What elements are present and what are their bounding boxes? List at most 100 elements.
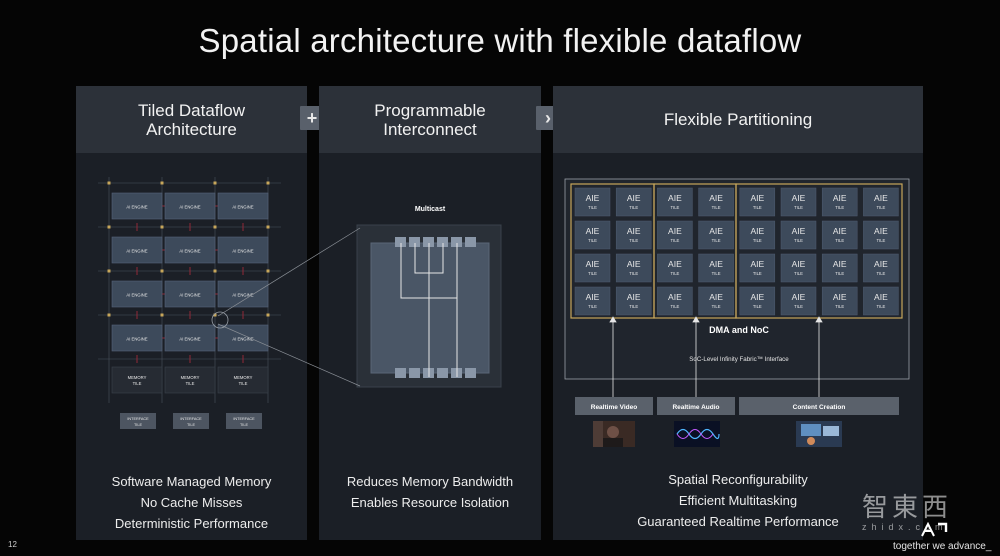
aie-tile-label: AIE (874, 259, 888, 269)
stream-port-bottom (465, 368, 476, 378)
aie-tile (698, 187, 734, 217)
ai-engine-tile (111, 236, 163, 264)
ai-engine-tile (111, 324, 163, 352)
caption-no-cache-misses: No Cache Misses (140, 495, 243, 510)
stream-port-bottom (395, 368, 406, 378)
aie-tile-sublabel: TILE (712, 238, 721, 243)
aie-tile-label: AIE (750, 226, 764, 236)
aie-tile-label: AIE (709, 193, 723, 203)
ai-engine-label: AI ENGINE (232, 293, 253, 298)
memory-tile (164, 366, 216, 394)
aie-tile-label: AIE (586, 193, 600, 203)
aie-tile (698, 253, 734, 283)
memory-tile-label: TILE (239, 381, 248, 386)
aie-tile-sublabel: TILE (588, 304, 597, 309)
aie-tile-label: AIE (668, 259, 682, 269)
ai-engine-label: AI ENGINE (179, 205, 200, 210)
workload-content-creation (739, 397, 899, 415)
tile-grid-diagram: AI ENGINE AI ENGINE AI ENGINE AI ENGINE AI E… (98, 177, 281, 429)
svg-text:Realtime Audio: Realtime Audio (672, 404, 719, 411)
aie-tile-sublabel: TILE (712, 271, 721, 276)
aie-tile-sublabel: TILE (588, 271, 597, 276)
aie-tile-sublabel: TILE (794, 304, 803, 309)
aie-tile-label: AIE (586, 259, 600, 269)
stream-port-top (423, 237, 434, 247)
ai-engine-tile (111, 192, 163, 220)
aie-tile-label: AIE (586, 292, 600, 302)
ai-engine-label: AI ENGINE (179, 337, 200, 342)
interconnect-captions: Reduces Memory Bandwidth Enables Resourc… (319, 471, 541, 513)
aie-tile (574, 220, 611, 250)
memory-tile (217, 366, 269, 394)
aie-tile-label: AIE (627, 226, 641, 236)
partitioning-heading: Flexible Partitioning (553, 86, 923, 153)
aie-tile-sublabel: TILE (629, 271, 638, 276)
ai-engine-label: AI ENGINE (232, 205, 253, 210)
aie-tile-label: AIE (833, 226, 847, 236)
aie-tile-sublabel: TILE (835, 271, 844, 276)
stream-port-top (437, 237, 448, 247)
zoom-callout-lines (211, 227, 361, 387)
aie-tile-label: AIE (833, 292, 847, 302)
memory-tile (111, 366, 163, 394)
ai-engine-label: AI ENGINE (126, 293, 147, 298)
ai-engine-label: AI ENGINE (179, 249, 200, 254)
aie-tile-sublabel: TILE (670, 238, 679, 243)
aie-tile-sublabel: TILE (876, 205, 885, 210)
aie-tile (780, 187, 817, 217)
aie-tile (657, 286, 693, 316)
aie-tile-sublabel: TILE (670, 304, 679, 309)
aie-tile (821, 220, 858, 250)
aie-tile (574, 286, 611, 316)
aie-tile-sublabel: TILE (588, 238, 597, 243)
aie-tile-label: AIE (668, 226, 682, 236)
svg-text:Content Creation: Content Creation (793, 404, 846, 411)
memory-tile-label: MEMORY (181, 375, 200, 380)
caption-enables-resource-isolation: Enables Resource Isolation (350, 495, 510, 510)
tiled-dataflow-heading: Tiled Dataflow Architecture (76, 86, 307, 153)
aie-tile-label: AIE (668, 292, 682, 302)
memory-tile-label: TILE (186, 381, 195, 386)
aie-tile (739, 220, 776, 250)
partitioning-panel: Flexible Partitioning AIE TILE AIE TILE AIE T… (553, 86, 923, 540)
aie-tile-sublabel: TILE (712, 205, 721, 210)
caption-software-managed-memory: Software Managed Memory (111, 474, 272, 489)
ai-engine-tile (164, 280, 216, 308)
aie-tile-sublabel: TILE (835, 205, 844, 210)
interface-tile-label: TILE (240, 423, 248, 427)
ai-engine-tile (217, 192, 269, 220)
interface-tile (120, 413, 156, 429)
workload-realtime-audio (657, 397, 735, 415)
interconnect-heading: Programmable Interconnect (319, 86, 541, 153)
caption-spatial-reconfigurability: Spatial Reconfigurability (668, 472, 808, 487)
aie-tile-sublabel: TILE (876, 304, 885, 309)
memory-tile-label: MEMORY (128, 375, 147, 380)
aie-tile-label: AIE (750, 193, 764, 203)
interface-tile-label: INTERFACE (180, 417, 202, 421)
aie-tile (698, 220, 734, 250)
aie-tile-sublabel: TILE (629, 238, 638, 243)
ai-engine-tile (164, 192, 216, 220)
memory-tile-label: MEMORY (234, 375, 253, 380)
ai-engine-label: AI ENGINE (126, 337, 147, 342)
ai-engine-tile (164, 236, 216, 264)
aie-tile (863, 253, 899, 283)
aie-tile (863, 286, 899, 316)
content-creation-image (796, 421, 842, 447)
aie-tile-label: AIE (833, 259, 847, 269)
memory-tile-label: TILE (133, 381, 142, 386)
aie-tile-sublabel: TILE (794, 238, 803, 243)
stream-port-bottom (437, 368, 448, 378)
stream-port-top (451, 237, 462, 247)
stream-port-bottom (409, 368, 420, 378)
aie-tile-sublabel: TILE (629, 304, 638, 309)
aie-tile (615, 187, 652, 217)
tiled-dataflow-body: AI ENGINE AI ENGINE AI ENGINE AI ENGINE AI E… (76, 153, 307, 540)
aie-tile-label: AIE (709, 259, 723, 269)
audio-waveform-image (674, 421, 720, 447)
page-number: 12 (8, 540, 17, 549)
aie-tile (698, 286, 734, 316)
caption-reduces-memory-bandwidth: Reduces Memory Bandwidth (346, 474, 514, 489)
aie-tile-sublabel: TILE (794, 271, 803, 276)
